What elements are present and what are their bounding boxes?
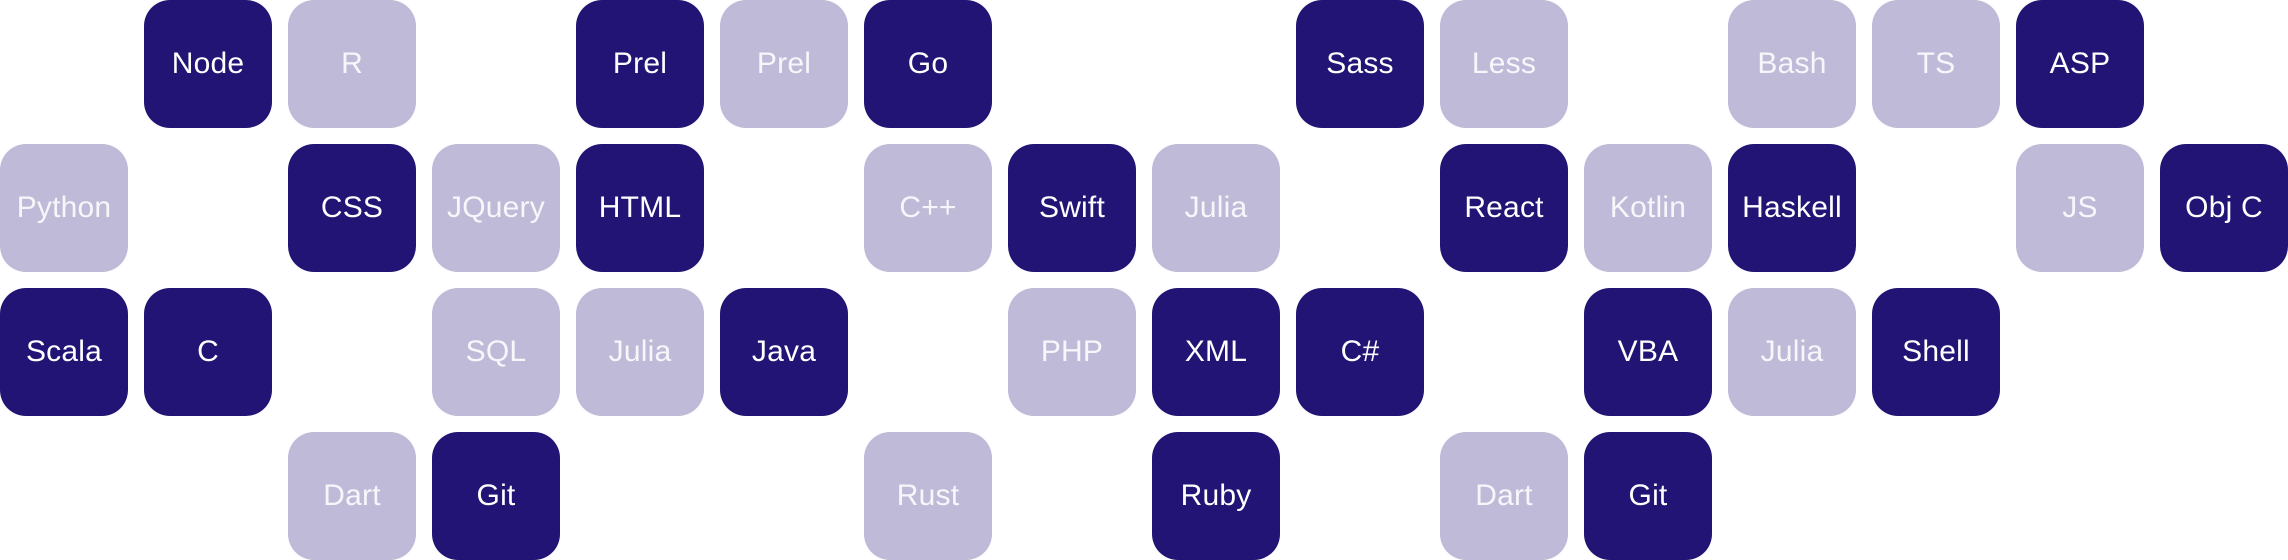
tile-label: Git [476,479,516,512]
tile-label: Dart [1475,479,1533,512]
tile-html[interactable]: HTML [576,144,704,272]
tile-python[interactable]: Python [0,144,128,272]
tile-label: Haskell [1742,191,1842,224]
tile-label: JS [2062,191,2098,224]
tile-label: Scala [25,335,103,368]
tile-asp[interactable]: ASP [2016,0,2144,128]
tile-label: C [197,335,219,368]
tile-js[interactable]: JS [2016,144,2144,272]
tile-label: PHP [1040,335,1104,368]
tile-haskell[interactable]: Haskell [1728,144,1856,272]
tile-label: Python [16,191,112,224]
tile-c[interactable]: C [144,288,272,416]
tile-csharp[interactable]: C# [1296,288,1424,416]
tile-sql[interactable]: SQL [432,288,560,416]
tile-label: Sass [1326,47,1394,80]
tile-swift[interactable]: Swift [1008,144,1136,272]
tile-sass[interactable]: Sass [1296,0,1424,128]
tile-jquery[interactable]: JQuery [432,144,560,272]
tile-kotlin[interactable]: Kotlin [1584,144,1712,272]
tile-label: VBA [1617,335,1679,368]
tile-label: Prel [612,47,668,80]
tile-git[interactable]: Git [432,432,560,560]
tile-label: Dart [323,479,381,512]
tile-label: Julia [1760,335,1824,368]
tile-node[interactable]: Node [144,0,272,128]
tile-shell[interactable]: Shell [1872,288,2000,416]
tile-label: Go [907,47,949,80]
tile-rust[interactable]: Rust [864,432,992,560]
tile-label: Prel [756,47,812,80]
tile-label: JQuery [447,191,545,224]
tile-label: HTML [598,191,682,224]
tile-scala[interactable]: Scala [0,288,128,416]
tile-obj-c[interactable]: Obj C [2160,144,2288,272]
tile-label: XML [1184,335,1248,368]
tile-java[interactable]: Java [720,288,848,416]
tile-label: Java [751,335,817,368]
tile-label: Bash [1757,47,1827,80]
tile-label: ASP [2049,47,2111,80]
tile-r[interactable]: R [288,0,416,128]
tile-julia[interactable]: Julia [576,288,704,416]
tile-go[interactable]: Go [864,0,992,128]
tile-label: C# [1340,335,1380,368]
tile-bash[interactable]: Bash [1728,0,1856,128]
tile-ts[interactable]: TS [1872,0,2000,128]
tile-label: Swift [1038,191,1105,224]
tile-label: Node [171,47,245,80]
tile-label: Obj C [2185,191,2263,224]
tile-git[interactable]: Git [1584,432,1712,560]
tile-ruby[interactable]: Ruby [1152,432,1280,560]
tile-label: C++ [899,191,957,224]
tile-prel[interactable]: Prel [576,0,704,128]
tile-dart[interactable]: Dart [1440,432,1568,560]
tile-vba[interactable]: VBA [1584,288,1712,416]
tile-less[interactable]: Less [1440,0,1568,128]
tile-label: Kotlin [1609,191,1687,224]
tile-dart[interactable]: Dart [288,432,416,560]
tile-label: Shell [1902,335,1970,368]
tile-label: Ruby [1180,479,1252,512]
tile-label: SQL [465,335,527,368]
tile-xml[interactable]: XML [1152,288,1280,416]
tile-label: React [1464,191,1544,224]
tile-label: CSS [320,191,384,224]
tile-label: TS [1916,47,1956,80]
tile-julia[interactable]: Julia [1152,144,1280,272]
tile-julia[interactable]: Julia [1728,288,1856,416]
tile-cplusplus[interactable]: C++ [864,144,992,272]
tile-label: Git [1628,479,1668,512]
tile-label: Julia [1184,191,1248,224]
tile-label: Rust [896,479,960,512]
tile-label: Julia [608,335,672,368]
tile-label: R [341,47,363,80]
tile-react[interactable]: React [1440,144,1568,272]
tile-css[interactable]: CSS [288,144,416,272]
tile-label: Less [1471,47,1537,80]
tile-php[interactable]: PHP [1008,288,1136,416]
tile-prel[interactable]: Prel [720,0,848,128]
